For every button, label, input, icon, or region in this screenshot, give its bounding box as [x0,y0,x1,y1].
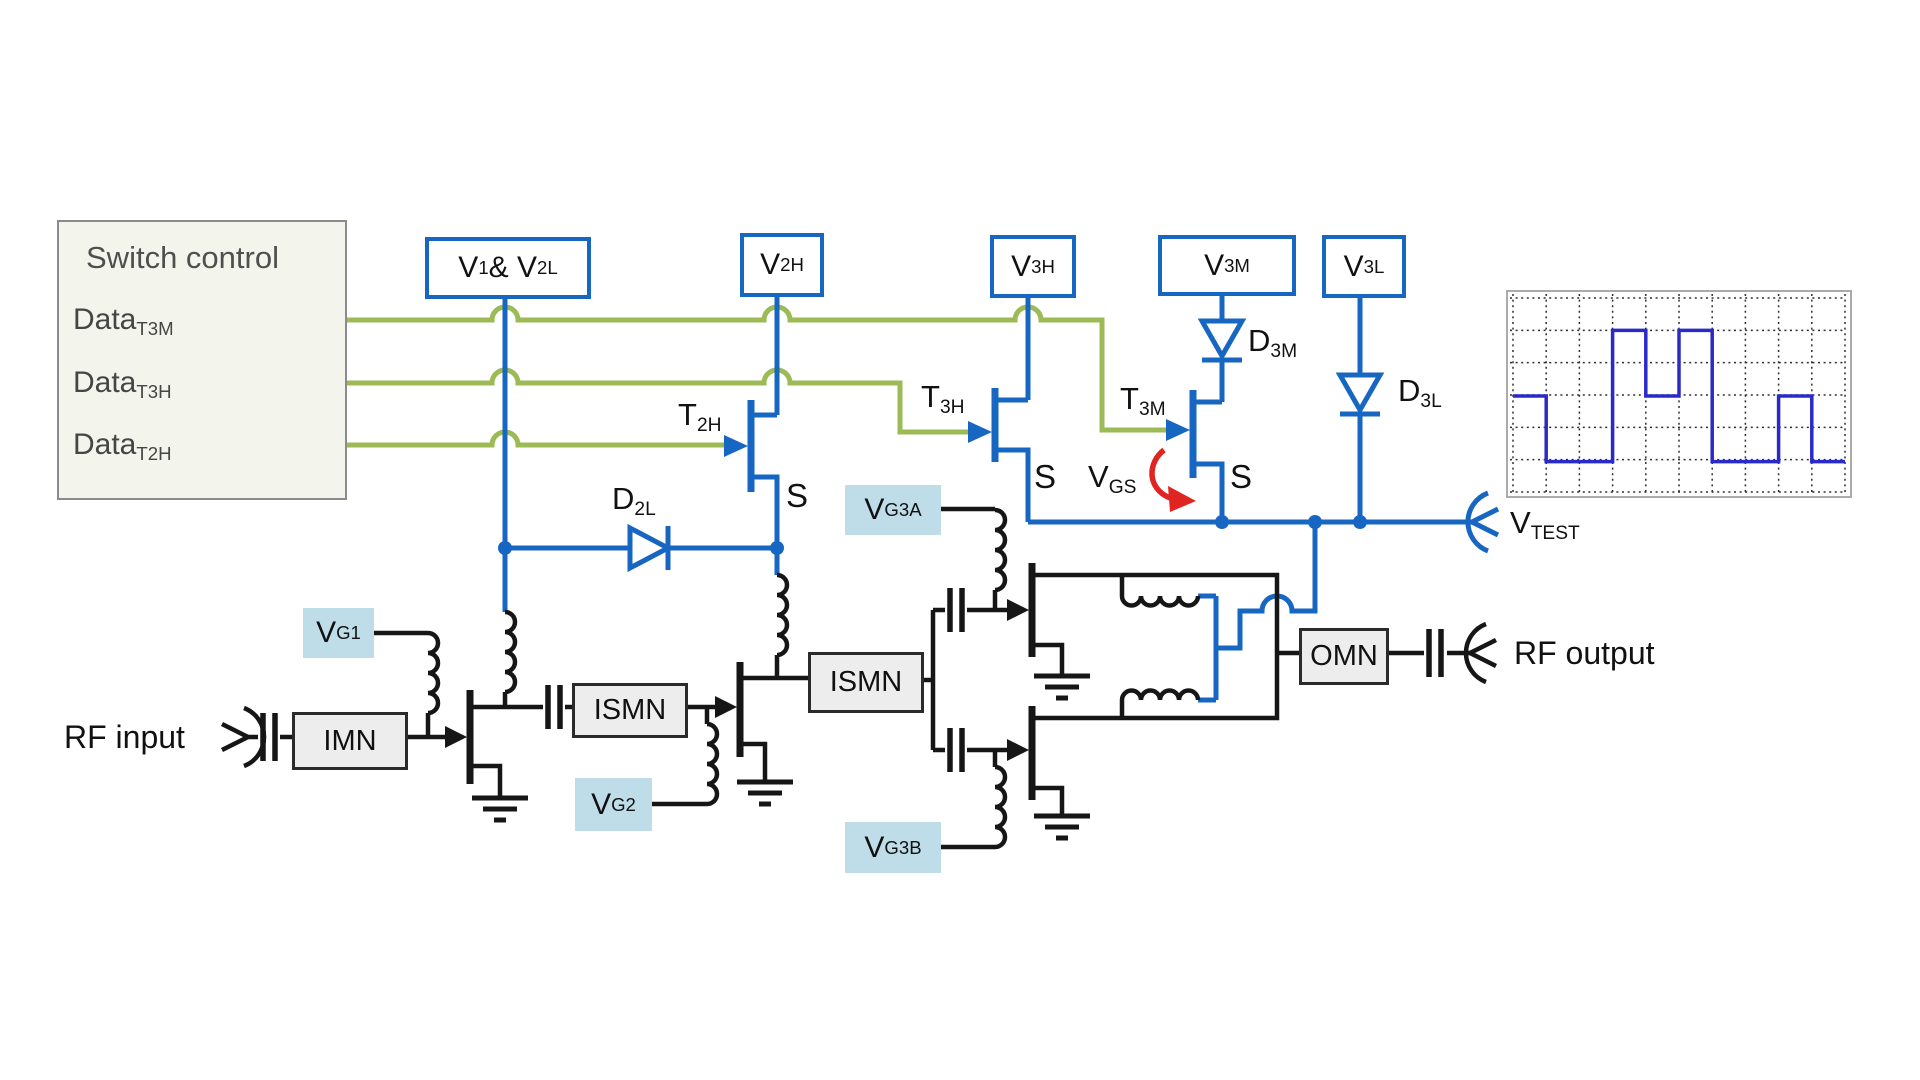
stage3a-capacitor-icon [947,588,965,632]
network-box-omn: OMN [1299,628,1389,685]
junction-dots [498,515,1367,555]
data-t3h-wire [244,367,968,435]
input-capacitor-icon [260,713,278,761]
network-box-ismn1: ISMN [572,683,688,738]
transistor-stage3b [1007,706,1065,816]
output-capacitor-icon [1426,629,1444,677]
interstage1-capacitor-icon [545,685,563,729]
stage3a-ground-icon [1034,673,1090,701]
waveform-panel [1506,290,1852,498]
vtest-waveform-trace [1513,328,1845,464]
stage3a-gate-arrow-icon [1007,599,1029,621]
transistor-t2h [724,400,780,548]
stage1-drain-inductor [502,609,518,707]
stage2-ground-icon [737,779,793,807]
transistor-stage3a [1007,563,1065,676]
vg3a-feed [940,506,1008,610]
vtest-label: VTEST [1510,505,1580,545]
transformer-upper-coil [1119,575,1201,608]
stage2-drain-inductor [774,572,790,678]
network-box-imn: IMN [292,712,408,770]
t2h-gate-arrow-icon [724,435,748,457]
vgs-arrow-icon [1149,447,1196,512]
stage1-ground-icon [472,795,528,823]
transistor-label-t3m: T3M [1120,381,1166,421]
blue-switch-network [498,289,1500,703]
stage3b-capacitor-icon [947,728,965,772]
diode-label-d2l: D2L [612,481,656,521]
data-t2h-label: DataT2H [73,428,172,464]
vg3b-feed [940,750,1008,850]
diode-d2l [627,523,674,573]
transformer-feed-wire [1198,522,1318,703]
switch-control-title: Switch control [86,240,279,275]
source-label-s-t2h: S [786,477,809,514]
stage3b-gate-arrow-icon [1007,739,1029,761]
network-box-ismn2: ISMN [808,652,924,713]
vg1-feed [373,630,441,737]
diode-d3l [1335,372,1385,417]
t3h-gate-arrow-icon [968,421,992,443]
transistor-stage2 [715,662,808,782]
vtest-connector-icon [1465,490,1500,554]
t3m-gate-arrow-icon [1166,419,1190,441]
transistor-stage1 [445,690,543,798]
transistor-t3m [1166,390,1225,522]
transistor-t3h [968,388,1031,522]
black-amplifier-chain [220,506,1498,850]
source-label-s-t3h: S [1034,458,1057,495]
diode-d3m [1197,318,1247,363]
transistor-label-t2h: T2H [678,397,722,437]
diode-label-d3m: D3M [1248,323,1298,363]
diode-label-d3l: D3L [1398,373,1442,413]
switch-control-panel [57,220,347,500]
rf-input-label: RF input [64,719,185,755]
vgs-label: VGS [1088,459,1137,499]
stage1-gate-arrow-icon [445,726,467,748]
stage3b-ground-icon [1034,813,1090,841]
rf-output-label: RF output [1514,635,1655,671]
vg2-feed [651,707,720,807]
stage2-gate-arrow-icon [715,696,737,718]
transistor-label-t3h: T3H [921,379,965,419]
drain-loop [1035,572,1280,721]
rf-output-connector-icon [1463,621,1498,685]
data-t3m-label: DataT3M [73,303,174,339]
source-label-s-t3m: S [1230,458,1253,495]
transformer-lower-coil [1119,688,1201,718]
data-t3h-label: DataT3H [73,366,172,402]
